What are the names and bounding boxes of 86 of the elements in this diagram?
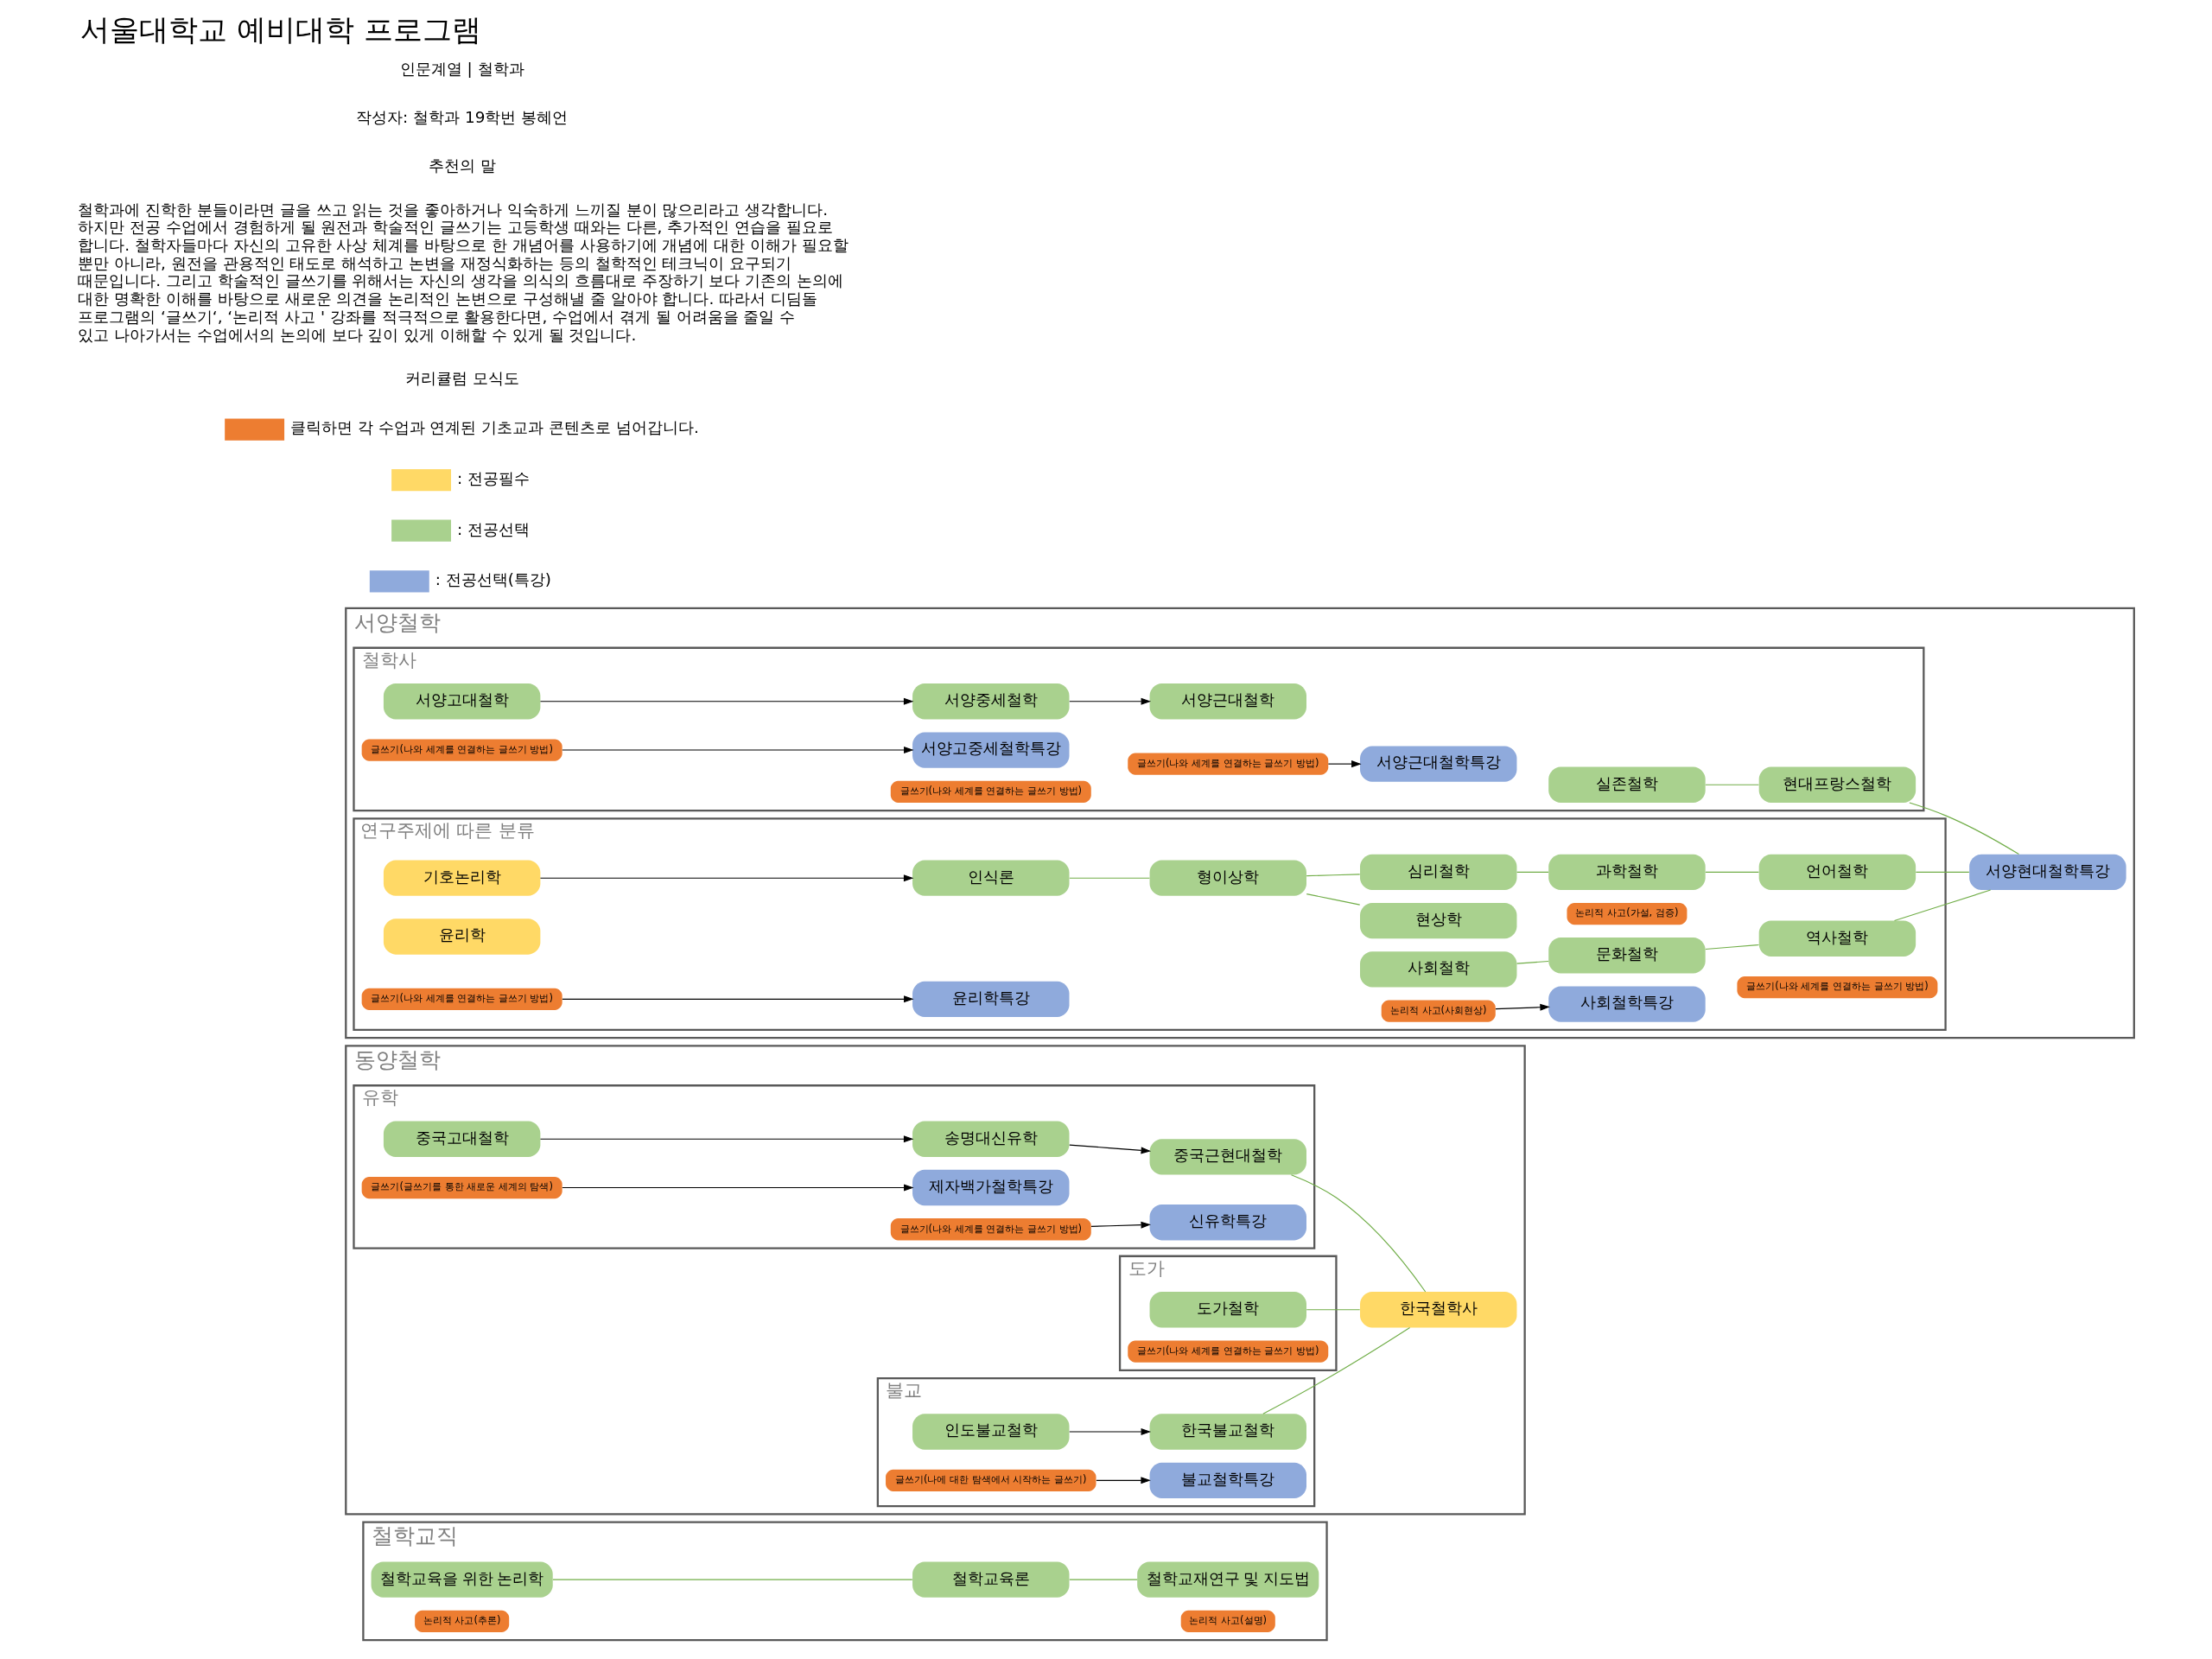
node-box: 글쓰기(나와 세계를 연결하는 글쓰기 방법) bbox=[361, 988, 563, 1010]
node-box: 철학교재연구 및 지도법 bbox=[1137, 1561, 1319, 1598]
node-box: 글쓰기(나와 세계를 연결하는 글쓰기 방법) bbox=[361, 738, 563, 761]
node-box: 언어철학 bbox=[1758, 854, 1916, 890]
arrow bbox=[562, 995, 914, 1002]
legend-label: 클릭하면 각 수업과 연계된 기초교과 콘텐츠로 넘어갑니다. bbox=[289, 417, 699, 436]
node-box: 글쓰기(나와 세계를 연결하는 글쓰기 방법) bbox=[890, 1217, 1091, 1240]
node-box: 윤리학특강 bbox=[912, 981, 1070, 1017]
node-box: 한국불교철학 bbox=[1149, 1413, 1306, 1450]
node-box: 문화철학 bbox=[1548, 937, 1706, 973]
node-box: 윤리학 bbox=[383, 918, 541, 955]
label: 철학과에 진학한 분들이라면 글을 쓰고 읽는 것을 좋아하거나 익숙하게 느끼질 분이 많으리라고 생각합니다. 하지만 전공 수업에서 경험하게 될 원전과 학술적인 글쓰기는 고등학생 때와는 다른, 추가적인 연습을 필요로 합니다. 철학자들마다 자신의 고유한 사상 체계를 바탕으로 한 개념어를 사용하기에 개념에 대한 이해가 필요할 뿐만 아니라, 원전을 관용적인 태도로 해석하고 논변을 재정식화하는 등의 철학적인 테크닉이 요구되기 때문입니다. 그리고 학술적인 글쓰기를 위해서는 자신의 생각을 의식의 흐름대로 주장하기 보다 기존의 논의에 대한 명확한 이해를 바탕으로 새로운 의견을 논리적인 논변으로 구성해낼 줄 알아야 합니다. 따라서 디딤돌 프로그램의 ‘글쓰기‘, ‘논리적 사고 ' 강좌를 적극적으로 활용한다면, 수업에서 겪게 될 어려움을 줄일 수 있고 나아가서는 수업에서의 논의에 보다 깊이 있게 이해할 수 있게 될 것입니다. bbox=[78, 200, 849, 343]
node-box: 인식론 bbox=[912, 860, 1070, 896]
legend-label: : 전공선택 bbox=[456, 519, 530, 538]
connector bbox=[1306, 1308, 1361, 1310]
arrow bbox=[539, 697, 914, 705]
arrow bbox=[562, 746, 914, 753]
arrow bbox=[1069, 697, 1152, 705]
node-box: 불교철학특강 bbox=[1149, 1462, 1306, 1498]
arrow bbox=[539, 874, 914, 881]
connector bbox=[1069, 877, 1150, 879]
connector bbox=[1516, 960, 1549, 964]
node-box: 서양고중세철학특강 bbox=[912, 731, 1070, 768]
node-box: 글쓰기(나와 세계를 연결하는 글쓰기 방법) bbox=[1128, 1339, 1329, 1363]
connector bbox=[1893, 889, 1992, 921]
node-box: 형이상학 bbox=[1149, 860, 1306, 896]
node-box: 철학교육을 위한 논리학 bbox=[371, 1561, 553, 1598]
arrow bbox=[562, 1184, 914, 1192]
connector bbox=[1705, 944, 1759, 950]
node-box: 심리철학 bbox=[1360, 854, 1517, 890]
connector bbox=[1915, 871, 1970, 873]
node-box: 논리적 사고(설명) bbox=[1180, 1610, 1275, 1632]
node-box: 서양현대철학특강 bbox=[1969, 854, 2126, 890]
node-box: 글쓰기(나와 세계를 연결하는 글쓰기 방법) bbox=[1128, 753, 1329, 775]
connector bbox=[1516, 871, 1549, 873]
arrow bbox=[1069, 1427, 1152, 1435]
node-box: 송명대신유학 bbox=[912, 1121, 1070, 1157]
label: 인문계열 | 철학과 bbox=[399, 59, 524, 78]
node-box: 사회철학 bbox=[1360, 950, 1517, 988]
connector bbox=[1705, 784, 1759, 785]
legend-label: : 전공선택(특강) bbox=[435, 569, 551, 588]
node-box: 사회철학특강 bbox=[1548, 985, 1706, 1022]
connector bbox=[1306, 873, 1361, 876]
connector bbox=[1069, 1579, 1138, 1580]
node-box: 과학철학 bbox=[1548, 854, 1706, 890]
node-box: 논리적 사고(사회현상) bbox=[1381, 999, 1496, 1022]
node-box: 철학교육론 bbox=[912, 1561, 1070, 1598]
node-box: 서양근대철학 bbox=[1149, 683, 1306, 719]
node-box: 실존철학 bbox=[1548, 766, 1706, 803]
connector bbox=[1909, 801, 2019, 855]
node-box: 논리적 사고(가설, 검증) bbox=[1567, 902, 1688, 925]
node-box: 서양고대철학 bbox=[383, 683, 541, 719]
connector bbox=[1705, 871, 1759, 873]
node-box: 중국고대철학 bbox=[383, 1121, 541, 1157]
node-box: 서양근대철학특강 bbox=[1360, 745, 1517, 782]
connector bbox=[1306, 893, 1361, 906]
connector bbox=[552, 1579, 913, 1580]
node-box: 글쓰기(나와 세계를 연결하는 글쓰기 방법) bbox=[890, 780, 1091, 803]
label: 커리큘럼 모식도 bbox=[404, 368, 519, 387]
legend-label: : 전공필수 bbox=[456, 468, 530, 487]
diagram-title: 서울대학교 예비대학 프로그램 bbox=[80, 11, 482, 47]
node-box: 글쓰기(글쓰기를 통한 새로운 세계의 탐색) bbox=[361, 1176, 563, 1198]
arrow bbox=[1327, 760, 1362, 767]
node-box: 논리적 사고(추론) bbox=[415, 1610, 510, 1632]
node-box: 중국근현대철학 bbox=[1149, 1138, 1306, 1175]
node-box: 신유학특강 bbox=[1149, 1204, 1306, 1240]
arrow bbox=[1096, 1476, 1151, 1484]
node-box: 현상학 bbox=[1360, 902, 1517, 938]
node-box: 글쓰기(나에 대한 탐색에서 시작하는 글쓰기) bbox=[886, 1469, 1096, 1491]
connector bbox=[1290, 1173, 1427, 1293]
connector bbox=[1262, 1326, 1411, 1414]
label: 작성자: 철학과 19학번 봉혜언 bbox=[356, 107, 569, 126]
arrow bbox=[1090, 1221, 1151, 1229]
arrow bbox=[1495, 1003, 1550, 1011]
node-box: 한국철학사 bbox=[1360, 1291, 1517, 1327]
node-box: 기호논리학 bbox=[383, 860, 541, 896]
node-box: 제자백가철학특강 bbox=[912, 1169, 1070, 1205]
node-box: 서양중세철학 bbox=[912, 683, 1070, 719]
node-box: 인도불교철학 bbox=[912, 1413, 1070, 1450]
label: 추천의 말 bbox=[428, 156, 496, 175]
arrow bbox=[1069, 1144, 1152, 1154]
node-box: 글쓰기(나와 세계를 연결하는 글쓰기 방법) bbox=[1737, 976, 1938, 998]
node-box: 현대프랑스철학 bbox=[1758, 766, 1916, 803]
arrow bbox=[539, 1135, 914, 1142]
node-box: 도가철학 bbox=[1149, 1291, 1306, 1327]
node-box: 역사철학 bbox=[1758, 920, 1916, 957]
